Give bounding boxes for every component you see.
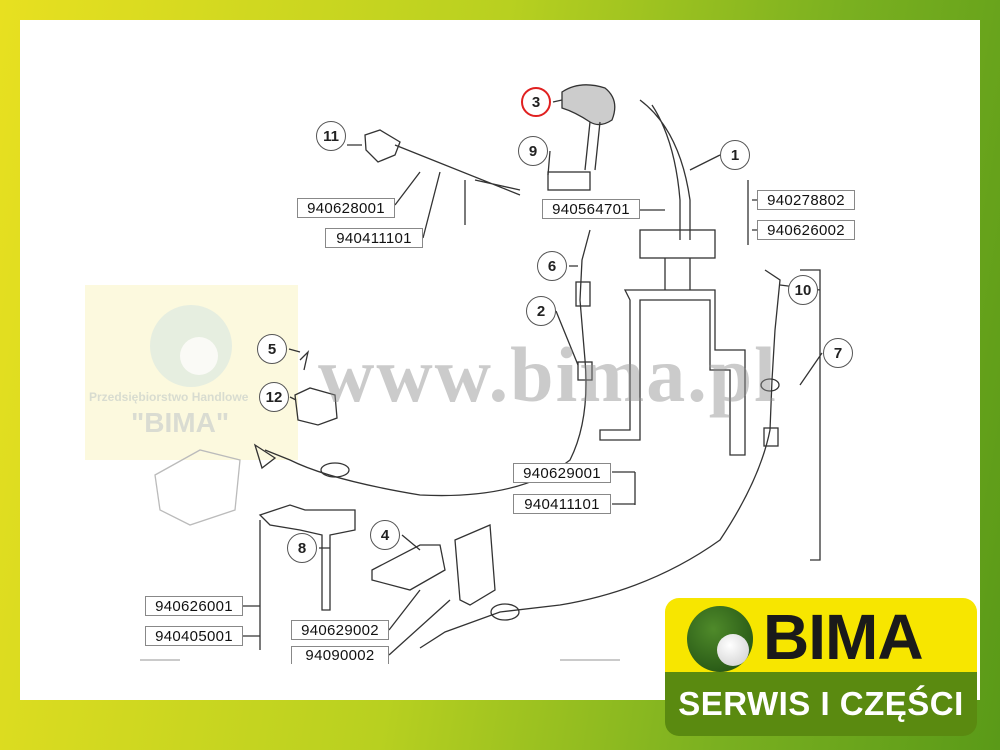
callout-3[interactable]: 3 xyxy=(521,87,551,117)
part-number-label[interactable]: 940564701 xyxy=(542,199,640,219)
callout-10[interactable]: 10 xyxy=(788,275,818,305)
part-number-label[interactable]: 940278802 xyxy=(757,190,855,210)
part-number-label[interactable]: 940629001 xyxy=(513,463,611,483)
logo-brand: BIMA xyxy=(763,601,924,673)
callout-11[interactable]: 11 xyxy=(316,121,346,151)
logo-tagline: SERWIS I CZĘŚCI xyxy=(665,672,977,736)
bima-logo: SERWIS I CZĘŚCI BIMA xyxy=(665,598,977,736)
callout-4[interactable]: 4 xyxy=(370,520,400,550)
part-number-label[interactable]: 940411101 xyxy=(513,494,611,514)
watermark-company-name: "BIMA" xyxy=(131,407,230,438)
callout-1[interactable]: 1 xyxy=(720,140,750,170)
part-number-label[interactable]: 94090002 xyxy=(291,646,389,664)
callout-9[interactable]: 9 xyxy=(518,136,548,166)
part-number-label[interactable]: 940626001 xyxy=(145,596,243,616)
part-number-label[interactable]: 940629002 xyxy=(291,620,389,640)
callout-5[interactable]: 5 xyxy=(257,334,287,364)
part-number-label[interactable]: 940405001 xyxy=(145,626,243,646)
part-number-label[interactable]: 940411101 xyxy=(325,228,423,248)
callout-12[interactable]: 12 xyxy=(259,382,289,412)
logo-white-ball-icon xyxy=(717,634,749,666)
watermark-dot-icon xyxy=(180,337,218,375)
callout-2[interactable]: 2 xyxy=(526,296,556,326)
watermark-company-sub: Przedsiębiorstwo Handlowe xyxy=(89,390,249,404)
callout-6[interactable]: 6 xyxy=(537,251,567,281)
callout-7[interactable]: 7 xyxy=(823,338,853,368)
part-number-label[interactable]: 940626002 xyxy=(757,220,855,240)
callout-8[interactable]: 8 xyxy=(287,533,317,563)
watermark-company-logo: Przedsiębiorstwo Handlowe "BIMA" xyxy=(85,285,298,460)
part-number-label[interactable]: 940628001 xyxy=(297,198,395,218)
watermark-url: www.bima.pl xyxy=(318,331,778,418)
